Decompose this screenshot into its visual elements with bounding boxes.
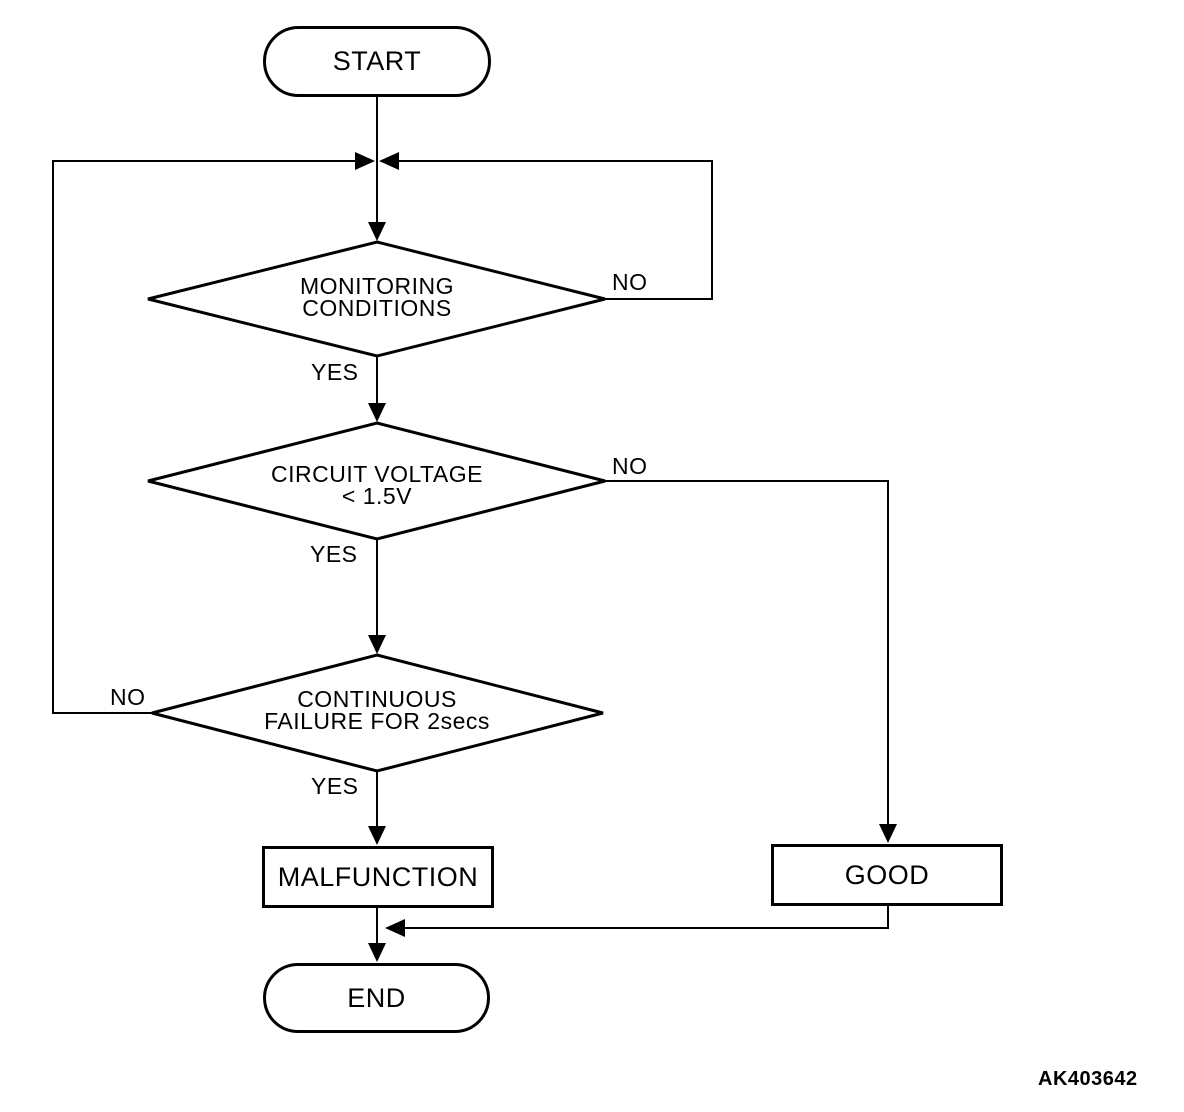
arrowhead-into-voltage-icon xyxy=(368,403,386,422)
decision-shape-continuous xyxy=(151,653,604,773)
good-node-label: GOOD xyxy=(844,859,930,890)
continuous-yes-label: YES xyxy=(311,773,359,799)
continuous-no-label: NO xyxy=(110,684,146,710)
arrowhead-into-continuous-icon xyxy=(368,635,386,654)
arrowhead-junction-right-icon xyxy=(379,152,399,170)
arrowhead-into-monitoring-icon xyxy=(368,222,386,241)
connector-good-to-end-merge xyxy=(403,906,889,929)
monitoring-no-label: NO xyxy=(612,269,648,295)
decision-shape-voltage xyxy=(147,421,606,541)
malfunction-node: MALFUNCTION xyxy=(262,846,494,908)
continuous-decision-label: CONTINUOUS FAILURE FOR 2secs xyxy=(264,686,490,734)
voltage-yes-label: YES xyxy=(310,541,358,567)
start-node-label: START xyxy=(332,46,422,76)
malfunction-node-label: MALFUNCTION xyxy=(277,861,479,892)
arrowhead-junction-left-icon xyxy=(355,152,375,170)
end-node-label: END xyxy=(347,982,406,1013)
decision-shape-monitoring xyxy=(147,240,606,358)
voltage-no-label: NO xyxy=(612,453,648,479)
monitoring-decision-label: MONITORING CONDITIONS xyxy=(299,273,455,321)
start-node: START xyxy=(263,26,491,97)
end-node: END xyxy=(263,963,490,1033)
arrowhead-into-good-icon xyxy=(879,824,897,843)
voltage-decision-label: CIRCUIT VOLTAGE < 1.5V xyxy=(271,461,483,509)
figure-code: AK403642 xyxy=(1038,1068,1138,1090)
monitoring-yes-label: YES xyxy=(311,359,359,385)
connector-monitoring-no-loop xyxy=(397,160,713,300)
arrowhead-good-merge-icon xyxy=(385,919,405,937)
arrowhead-into-end-icon xyxy=(368,943,386,962)
good-node: GOOD xyxy=(771,844,1003,906)
connector-continuous-no-loop xyxy=(52,160,357,714)
arrowhead-into-malfunction-icon xyxy=(368,826,386,845)
connector-voltage-no-to-good xyxy=(605,480,889,827)
